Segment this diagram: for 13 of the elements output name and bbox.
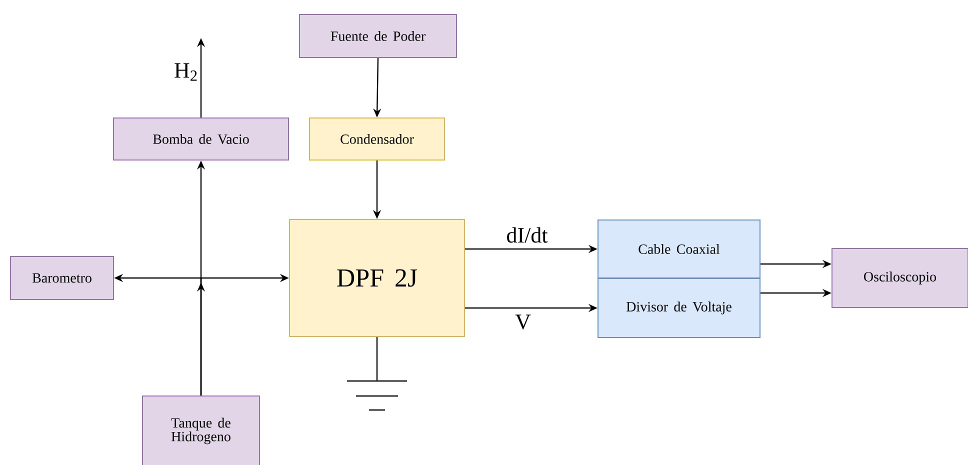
process-box: Cable Coaxial [598,220,760,278]
edge-label: dI/dt [507,227,548,243]
process-box: Barometro [10,256,114,300]
process-box: Divisor de Voltaje [598,278,760,338]
process-box: Bomba de Vacio [113,118,289,160]
process-box: Osciloscopio [832,248,968,308]
process-box: DPF 2J [289,219,465,337]
edge-label: H$_{2}$ [174,63,197,81]
process-box: Tanque de Hidrogeno [142,396,260,465]
edge-label: V [515,314,531,330]
process-box: Fuente de Poder [299,14,457,58]
process-box: Condensador [309,118,445,160]
ground-symbol [347,380,407,411]
